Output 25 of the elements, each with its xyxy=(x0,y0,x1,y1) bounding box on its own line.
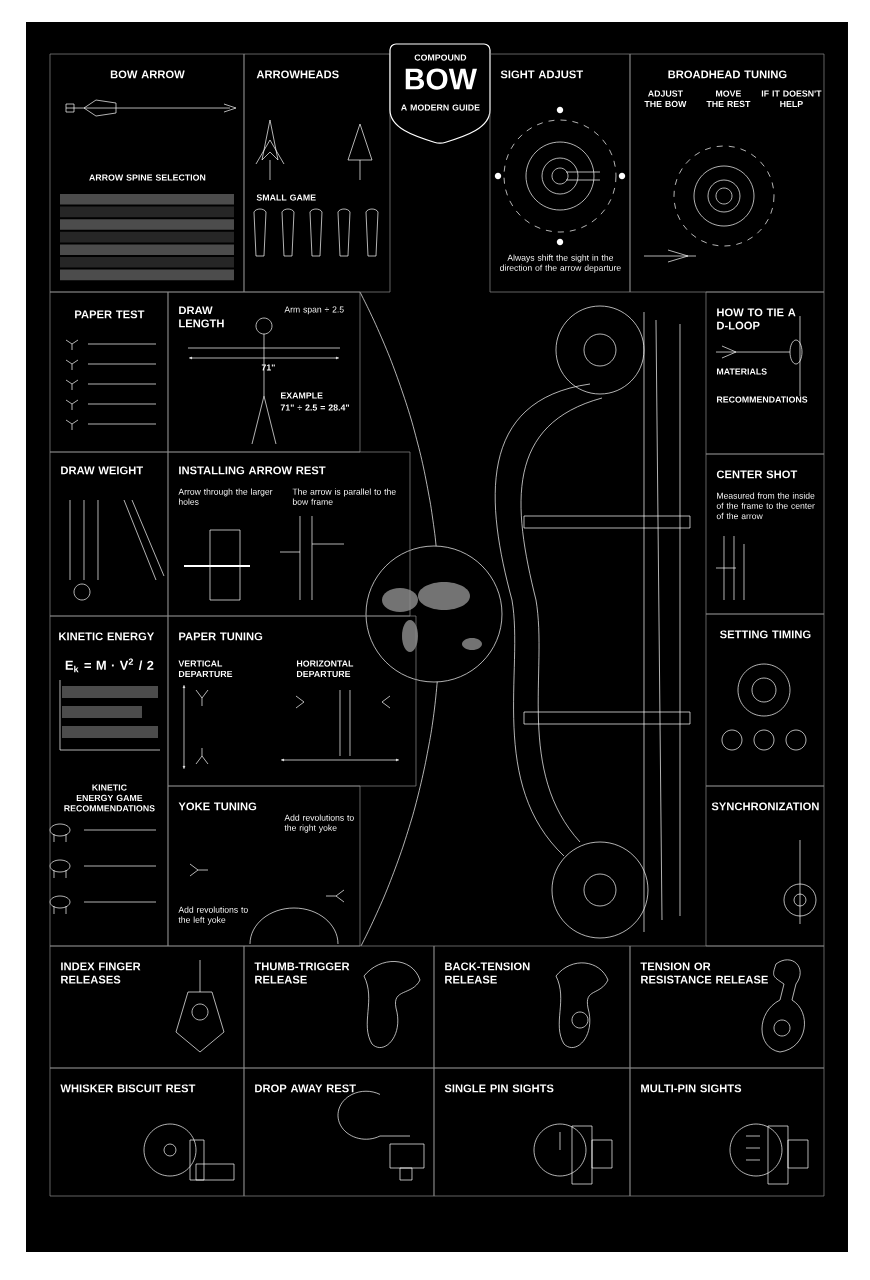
panel xyxy=(705,613,825,787)
panel xyxy=(629,945,825,1069)
panel xyxy=(49,53,245,293)
panel xyxy=(433,1067,631,1197)
panel xyxy=(243,945,435,1069)
panel xyxy=(49,1067,245,1197)
panel xyxy=(489,53,631,293)
panel xyxy=(49,291,169,453)
panel xyxy=(49,615,169,947)
panel xyxy=(167,451,411,617)
panel xyxy=(629,53,825,293)
panel xyxy=(243,53,391,293)
panel xyxy=(705,785,825,947)
panel xyxy=(705,453,825,615)
panel xyxy=(49,451,169,617)
panel xyxy=(167,615,417,787)
title-text: BOW xyxy=(405,68,477,90)
panel xyxy=(49,945,245,1069)
panel xyxy=(167,291,361,453)
panel xyxy=(705,291,825,455)
panel xyxy=(243,1067,435,1197)
panel xyxy=(167,785,361,947)
panel xyxy=(629,1067,825,1197)
panel xyxy=(433,945,631,1069)
title-badge xyxy=(389,43,491,144)
